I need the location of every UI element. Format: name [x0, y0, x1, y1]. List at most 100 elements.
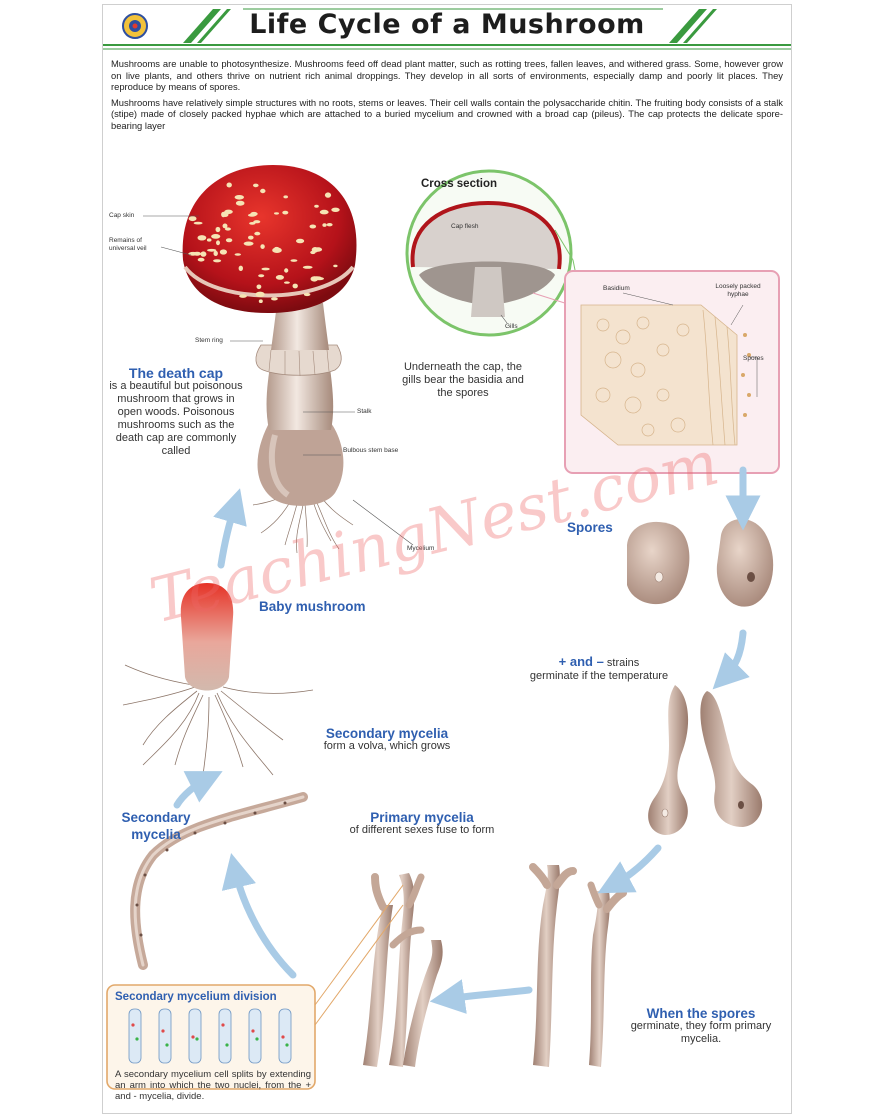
poster-artwork: [103, 8, 791, 1090]
veil-spot: [222, 223, 228, 229]
stage-primary-desc: of different sexes fuse to form: [349, 824, 495, 836]
death-cap-title: The death cap: [128, 365, 224, 381]
veil-spot: [292, 283, 298, 289]
death-cap-mushroom: [182, 165, 357, 554]
death-cap-text: is a beautiful but poisonous mushroom th…: [109, 380, 243, 457]
veil-spot: [319, 209, 329, 215]
inset-cell: [248, 1008, 262, 1064]
veil-spot: [254, 231, 261, 236]
label-bulbous-base: Bulbous stem base: [343, 447, 399, 454]
publisher-logo: [122, 13, 148, 39]
veil-spot: [193, 221, 203, 225]
cycle-arrows: [173, 466, 761, 1014]
inset-cell: [158, 1008, 172, 1064]
stage-secondary-mycelia-title: Secondary mycelia: [121, 810, 191, 842]
veil-spot: [243, 241, 254, 246]
veil-spot: [282, 210, 289, 215]
veil-spot: [216, 240, 220, 246]
inset-nucleus-minus: [255, 1037, 259, 1041]
inset-cell: [188, 1008, 202, 1064]
veil-spot: [260, 244, 265, 250]
baby-mushroom-illustration: [122, 583, 314, 776]
inset-nucleus-minus: [165, 1043, 169, 1047]
stage-germination-title: When the spores: [646, 1006, 756, 1021]
veil-spot: [261, 267, 270, 271]
veil-spot: [219, 249, 227, 255]
veil-spot: [207, 248, 217, 252]
intro-text: Mushrooms are unable to photosynthesize.…: [111, 58, 783, 136]
intro-paragraph-2: Mushrooms have relatively simple structu…: [111, 96, 783, 131]
veil-spot: [221, 211, 226, 218]
cross-section-title: Cross section: [421, 178, 498, 190]
veil-spot: [274, 212, 279, 215]
veil-spot: [258, 274, 265, 278]
veil-spot: [324, 192, 332, 198]
poster: Life Cycle of a Mushroom Mushrooms are u…: [102, 4, 792, 1114]
veil-spot: [248, 213, 256, 217]
veil-spot: [322, 223, 327, 227]
veil-spot: [271, 297, 278, 301]
veil-spot: [239, 294, 247, 298]
veil-spot: [213, 250, 218, 256]
label-detail-spores: Spores: [743, 355, 764, 362]
veil-spot: [296, 238, 305, 244]
veil-spot: [255, 291, 265, 297]
label-universal-veil: Remains of universal veil: [109, 237, 147, 252]
fusing-mycelia-illustration: [363, 873, 443, 1067]
veil-spot: [188, 216, 197, 222]
veil-spot: [309, 224, 317, 229]
veil-spot: [253, 183, 259, 188]
cap-veil-spots: [188, 182, 340, 304]
cross-section-illustration: [405, 169, 582, 337]
veil-spot: [331, 207, 340, 212]
header-decoration: [103, 8, 791, 50]
veil-spot: [302, 265, 313, 269]
veil-spot: [283, 195, 288, 199]
stage-germination-desc: germinate, they form primary mycelia.: [630, 1020, 772, 1045]
inset-nucleus-plus: [161, 1029, 165, 1033]
stage-strains-bold: + and –: [558, 654, 604, 669]
inset-nucleus-plus: [281, 1035, 285, 1039]
stage-primary-mycelia: Primary mycelia of different sexes fuse …: [329, 811, 515, 837]
veil-spot: [314, 204, 319, 208]
veil-spot: [303, 292, 311, 297]
veil-spot: [225, 238, 233, 243]
stage-primary-title: Primary mycelia: [370, 810, 474, 825]
inset-nucleus-minus: [285, 1043, 289, 1047]
veil-spot: [197, 235, 207, 241]
germinating-spores-illustration: [648, 685, 763, 835]
veil-spot: [275, 275, 284, 280]
death-cap-description: The death cap is a beautiful but poisono…: [107, 365, 245, 458]
label-gills: Gills: [505, 323, 518, 330]
secondary-mycelium-illustration: [130, 792, 308, 970]
veil-spot: [215, 226, 221, 233]
veil-spot: [272, 247, 282, 253]
inset-cell: [128, 1008, 142, 1064]
veil-spot: [226, 182, 232, 188]
veil-spot: [213, 259, 222, 263]
veil-spot: [235, 200, 245, 206]
stage-secondary-volva-desc: form a volva, which grows: [323, 740, 451, 752]
veil-spot: [238, 265, 243, 271]
stage-strains-text: strains: [606, 657, 640, 669]
inset-nucleus-minus: [195, 1037, 199, 1041]
stage-spore-germination: When the spores germinate, they form pri…: [621, 1007, 781, 1046]
stage-spores-title: Spores: [567, 520, 613, 535]
inset-cells: [128, 1008, 292, 1064]
veil-spot: [260, 188, 266, 194]
inset-cell: [278, 1008, 292, 1064]
poster-footer: [103, 1103, 791, 1113]
label-mycelium: Mycelium: [407, 545, 435, 552]
veil-spot: [290, 259, 298, 262]
inset-description: A secondary mycelium cell splits by exte…: [115, 1069, 311, 1102]
veil-spot: [224, 227, 231, 231]
veil-spot: [206, 238, 212, 242]
veil-spot: [234, 195, 244, 200]
veil-spot: [234, 253, 241, 256]
veil-spot: [256, 284, 262, 290]
veil-spot: [249, 222, 256, 225]
veil-spot: [258, 299, 263, 304]
veil-spot: [224, 209, 233, 214]
veil-spot: [200, 251, 207, 257]
veil-spot: [274, 246, 279, 250]
